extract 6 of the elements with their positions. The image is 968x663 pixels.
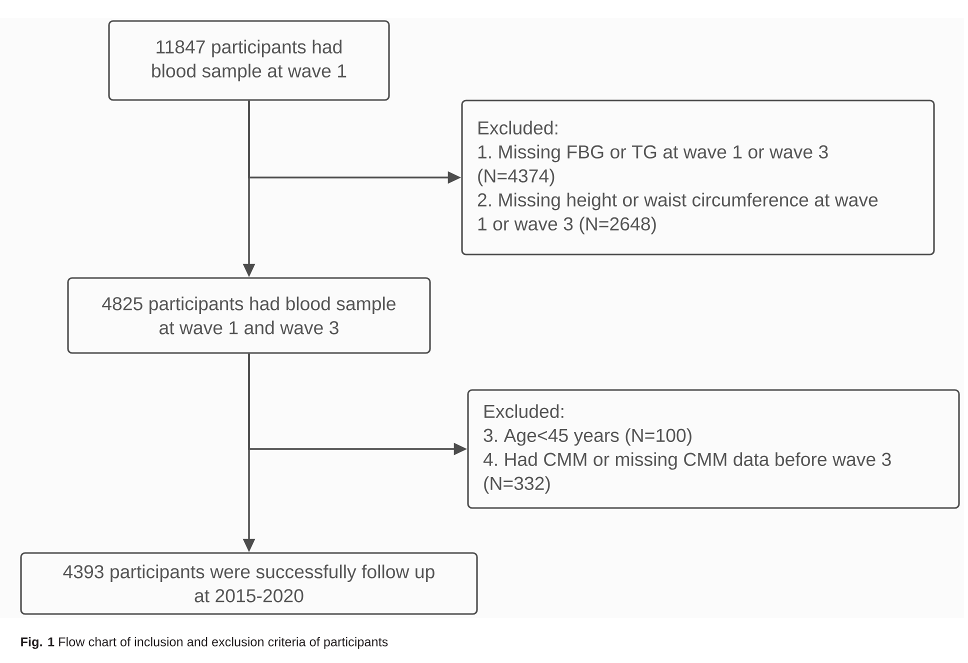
figure-caption: Fig. 1 Flow chart of inclusion and exclusion criteria of participants bbox=[21, 637, 388, 649]
exclusion-box: Excluded: 3. Age<45 years (N=100) 4. Had CMM or missing CMM data before wave 3 (N=332) bbox=[467, 389, 960, 509]
flowchart-box: 11847 participants had blood sample at wave 1 bbox=[108, 20, 390, 101]
flowchart-box: 4825 participants had blood sample at wave 1 and wave 3 bbox=[67, 277, 431, 354]
exclusion-box: Excluded: 1. Missing FBG or TG at wave 1 or wave 3 (N=4374) 2. Missing height or waist circumference at wave 1 or wave 3 (N=2648) bbox=[461, 100, 935, 256]
flowchart-box: 4393 participants were successfully follow up at 2015-2020 bbox=[20, 552, 478, 615]
